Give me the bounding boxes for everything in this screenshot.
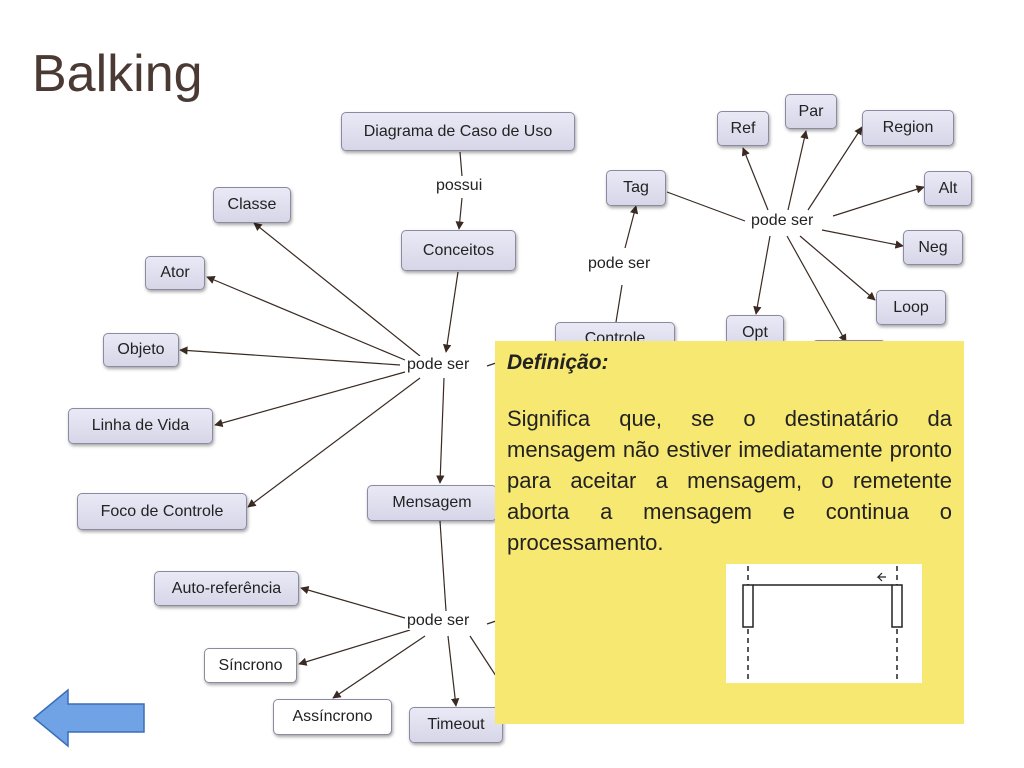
definition-heading: Definição: (507, 351, 609, 374)
edge-podeser2-autoref (300, 586, 406, 619)
edge-podeser2-sincrono (298, 629, 411, 666)
edge-podeser-right (486, 362, 497, 367)
definition-text: Significa que, se o destinatário da mens… (507, 406, 952, 555)
node-auto-referencia[interactable]: Auto-referência (154, 571, 299, 606)
edge-label-possui: possui (436, 177, 483, 195)
edge-podeser2-hidden (469, 635, 497, 677)
edge-podeser2-assincrono (332, 635, 426, 699)
edge-podeser-ator (206, 276, 406, 361)
node-ref[interactable]: Ref (717, 111, 769, 146)
node-loop[interactable]: Loop (876, 290, 946, 325)
edge-podeser-objeto (179, 346, 401, 366)
edge-tag-podeser4 (666, 191, 746, 222)
edge-controle-podeser (615, 284, 623, 323)
node-par[interactable]: Par (785, 94, 837, 129)
edge-podeser2-right (486, 620, 497, 625)
edge-podeser-classe (253, 222, 421, 357)
edge-podeser4-ref (741, 147, 769, 211)
node-foco-de-controle[interactable]: Foco de Controle (77, 493, 247, 530)
node-conceitos[interactable]: Conceitos (401, 230, 516, 271)
edge-podeser3-tag (624, 205, 639, 249)
node-ator[interactable]: Ator (145, 256, 205, 290)
edge-conceitos-podeser (442, 271, 459, 353)
edge-label-pode-ser-controle: pode ser (751, 212, 814, 230)
edge-podeser-linhadevida (214, 371, 406, 428)
node-classe[interactable]: Classe (213, 187, 291, 223)
edge-mensagem-podeser (439, 520, 447, 612)
activation-left (742, 584, 754, 628)
edge-podeser-foco (247, 377, 421, 508)
edge-podeser4-par (787, 130, 809, 211)
node-mensagem[interactable]: Mensagem (367, 485, 497, 521)
activation-right (891, 584, 903, 628)
balking-symbol (876, 572, 886, 582)
edge-label-pode-ser-tag: pode ser (588, 255, 651, 273)
edge-diagrama-possui (459, 151, 463, 177)
edge-podeser4-hidden (786, 235, 847, 343)
node-objeto[interactable]: Objeto (103, 333, 179, 367)
edge-podeser-mensagem (436, 377, 445, 484)
slide-title: Balking (32, 45, 203, 103)
edge-possui-conceitos (455, 197, 464, 230)
edge-podeser4-region (807, 126, 863, 211)
edge-podeser4-loop (799, 235, 876, 301)
edge-podeser4-alt (832, 185, 925, 217)
node-sincrono[interactable]: Síncrono (204, 648, 297, 683)
left-arrow-icon[interactable] (32, 688, 146, 748)
edge-podeser4-neg (821, 229, 904, 249)
edge-podeser4-opt (753, 235, 771, 315)
node-alt[interactable]: Alt (924, 171, 972, 206)
edge-podeser2-timeout (447, 635, 460, 707)
node-tag[interactable]: Tag (606, 170, 666, 206)
balking-sequence-illustration (726, 564, 922, 683)
node-diagrama-caso-uso[interactable]: Diagrama de Caso de Uso (341, 112, 575, 151)
edge-label-pode-ser-mensagem: pode ser (407, 612, 470, 630)
node-timeout[interactable]: Timeout (409, 707, 503, 743)
node-region[interactable]: Region (862, 110, 954, 146)
node-neg[interactable]: Neg (903, 230, 963, 265)
node-linha-de-vida[interactable]: Linha de Vida (68, 408, 213, 444)
node-assincrono[interactable]: Assíncrono (273, 699, 392, 735)
edge-label-pode-ser-main: pode ser (407, 356, 470, 374)
